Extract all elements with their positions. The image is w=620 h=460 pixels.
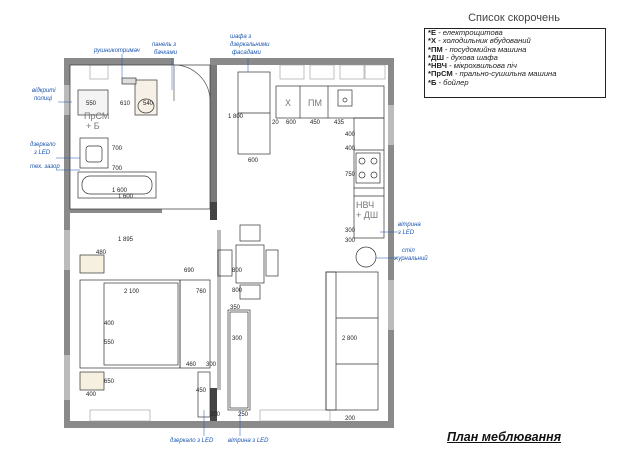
- bathroom: [69, 64, 211, 210]
- note-wardrobe-1: шафа з: [230, 34, 251, 40]
- svg-text:350: 350: [230, 305, 241, 311]
- bedroom: [79, 254, 251, 418]
- note-tank-panel-1: панель з: [152, 42, 176, 48]
- sofa: [325, 271, 379, 411]
- legend: *Е - електрощитова *Х - холодильник вбуд…: [424, 28, 606, 98]
- note-table-1: стіл: [402, 248, 415, 254]
- svg-text:550: 550: [104, 340, 115, 346]
- svg-text:20: 20: [272, 120, 279, 126]
- note-showcase-led-bottom: вітрина з LED: [228, 438, 269, 444]
- legend-item: *ПрСМ - прально-сушильна машина: [428, 69, 557, 79]
- note-towel-holder: рушникотримач: [93, 48, 140, 54]
- note-tank-panel-2: бачками: [154, 50, 178, 56]
- svg-text:200: 200: [345, 416, 356, 422]
- svg-text:2 800: 2 800: [342, 336, 358, 342]
- svg-text:480: 480: [96, 250, 107, 256]
- note-mirror-led-bottom: дзеркало з LED: [170, 438, 214, 444]
- svg-text:300: 300: [345, 238, 356, 244]
- svg-text:250: 250: [238, 412, 249, 418]
- svg-text:600: 600: [248, 158, 259, 164]
- washer-label-2: + Б: [86, 121, 100, 131]
- svg-text:400: 400: [86, 392, 97, 398]
- svg-text:435: 435: [334, 120, 345, 126]
- dishwasher-label: ПМ: [308, 98, 322, 108]
- svg-text:1 800: 1 800: [228, 114, 244, 120]
- oven-label-1: НВЧ: [356, 200, 374, 210]
- svg-text:690: 690: [184, 268, 195, 274]
- svg-text:600: 600: [286, 120, 297, 126]
- legend-item: *Х - холодильник вбудований: [428, 36, 531, 46]
- note-wardrobe-2: дзеркальними: [230, 42, 270, 48]
- note-showcase-led-2: з LED: [397, 230, 415, 236]
- walls: [64, 58, 394, 428]
- note-tech-gap: тех. зазор: [30, 164, 60, 170]
- svg-text:800: 800: [232, 268, 243, 274]
- svg-text:750: 750: [345, 172, 356, 178]
- legend-item: *ДШ - духова шафа: [428, 52, 498, 62]
- legend-item: *ПМ - посудомийна машина: [428, 44, 527, 54]
- svg-text:400: 400: [104, 321, 115, 327]
- fridge-label: Х: [285, 98, 291, 108]
- dimensions: 550 610 540 700 700 1 600 1 600 1 895 48…: [86, 101, 358, 422]
- note-mirror-led-2: з LED: [33, 150, 51, 156]
- note-table-2: журнальний: [393, 255, 428, 262]
- svg-text:760: 760: [196, 289, 207, 295]
- svg-text:300: 300: [206, 362, 217, 368]
- legend-title: Список скорочень: [468, 12, 560, 24]
- plan-title: План меблювання: [447, 430, 562, 444]
- legend-item: *Е - електрощитова: [428, 28, 503, 37]
- dining: [217, 224, 279, 300]
- note-open-shelves-1: відкриті: [32, 88, 56, 94]
- window-sills: [89, 64, 386, 422]
- svg-text:400: 400: [345, 146, 356, 152]
- svg-text:1 600: 1 600: [112, 188, 128, 194]
- svg-text:1 895: 1 895: [118, 237, 134, 243]
- svg-text:300: 300: [345, 228, 356, 234]
- legend-item: *Б - бойлер: [428, 77, 469, 87]
- leader-lines: [56, 54, 398, 436]
- svg-text:450: 450: [196, 388, 207, 394]
- svg-text:1 600: 1 600: [118, 194, 134, 200]
- svg-text:700: 700: [112, 146, 123, 152]
- svg-text:460: 460: [186, 362, 197, 368]
- note-mirror-led-1: дзеркало: [30, 142, 56, 148]
- svg-text:400: 400: [345, 132, 356, 138]
- oven-label-2: + ДШ: [356, 210, 378, 220]
- svg-text:700: 700: [112, 166, 123, 172]
- note-open-shelves-2: полиці: [34, 96, 53, 102]
- kitchen: [237, 71, 385, 268]
- svg-text:610: 610: [120, 101, 131, 107]
- svg-text:450: 450: [310, 120, 321, 126]
- svg-text:2 100: 2 100: [124, 289, 140, 295]
- legend-item: *НВЧ - мікрохвильова піч: [428, 61, 517, 71]
- washer-label-1: ПрСМ: [84, 111, 109, 121]
- annotations: відкриті полиці рушникотримач панель з б…: [30, 34, 428, 444]
- svg-text:650: 650: [104, 379, 115, 385]
- svg-text:800: 800: [232, 288, 243, 294]
- svg-text:550: 550: [86, 101, 97, 107]
- svg-text:540: 540: [143, 101, 154, 107]
- note-wardrobe-3: фасадами: [232, 50, 261, 56]
- svg-text:200: 200: [210, 412, 221, 418]
- svg-text:300: 300: [232, 336, 243, 342]
- note-showcase-led-1: вітрина: [398, 222, 421, 228]
